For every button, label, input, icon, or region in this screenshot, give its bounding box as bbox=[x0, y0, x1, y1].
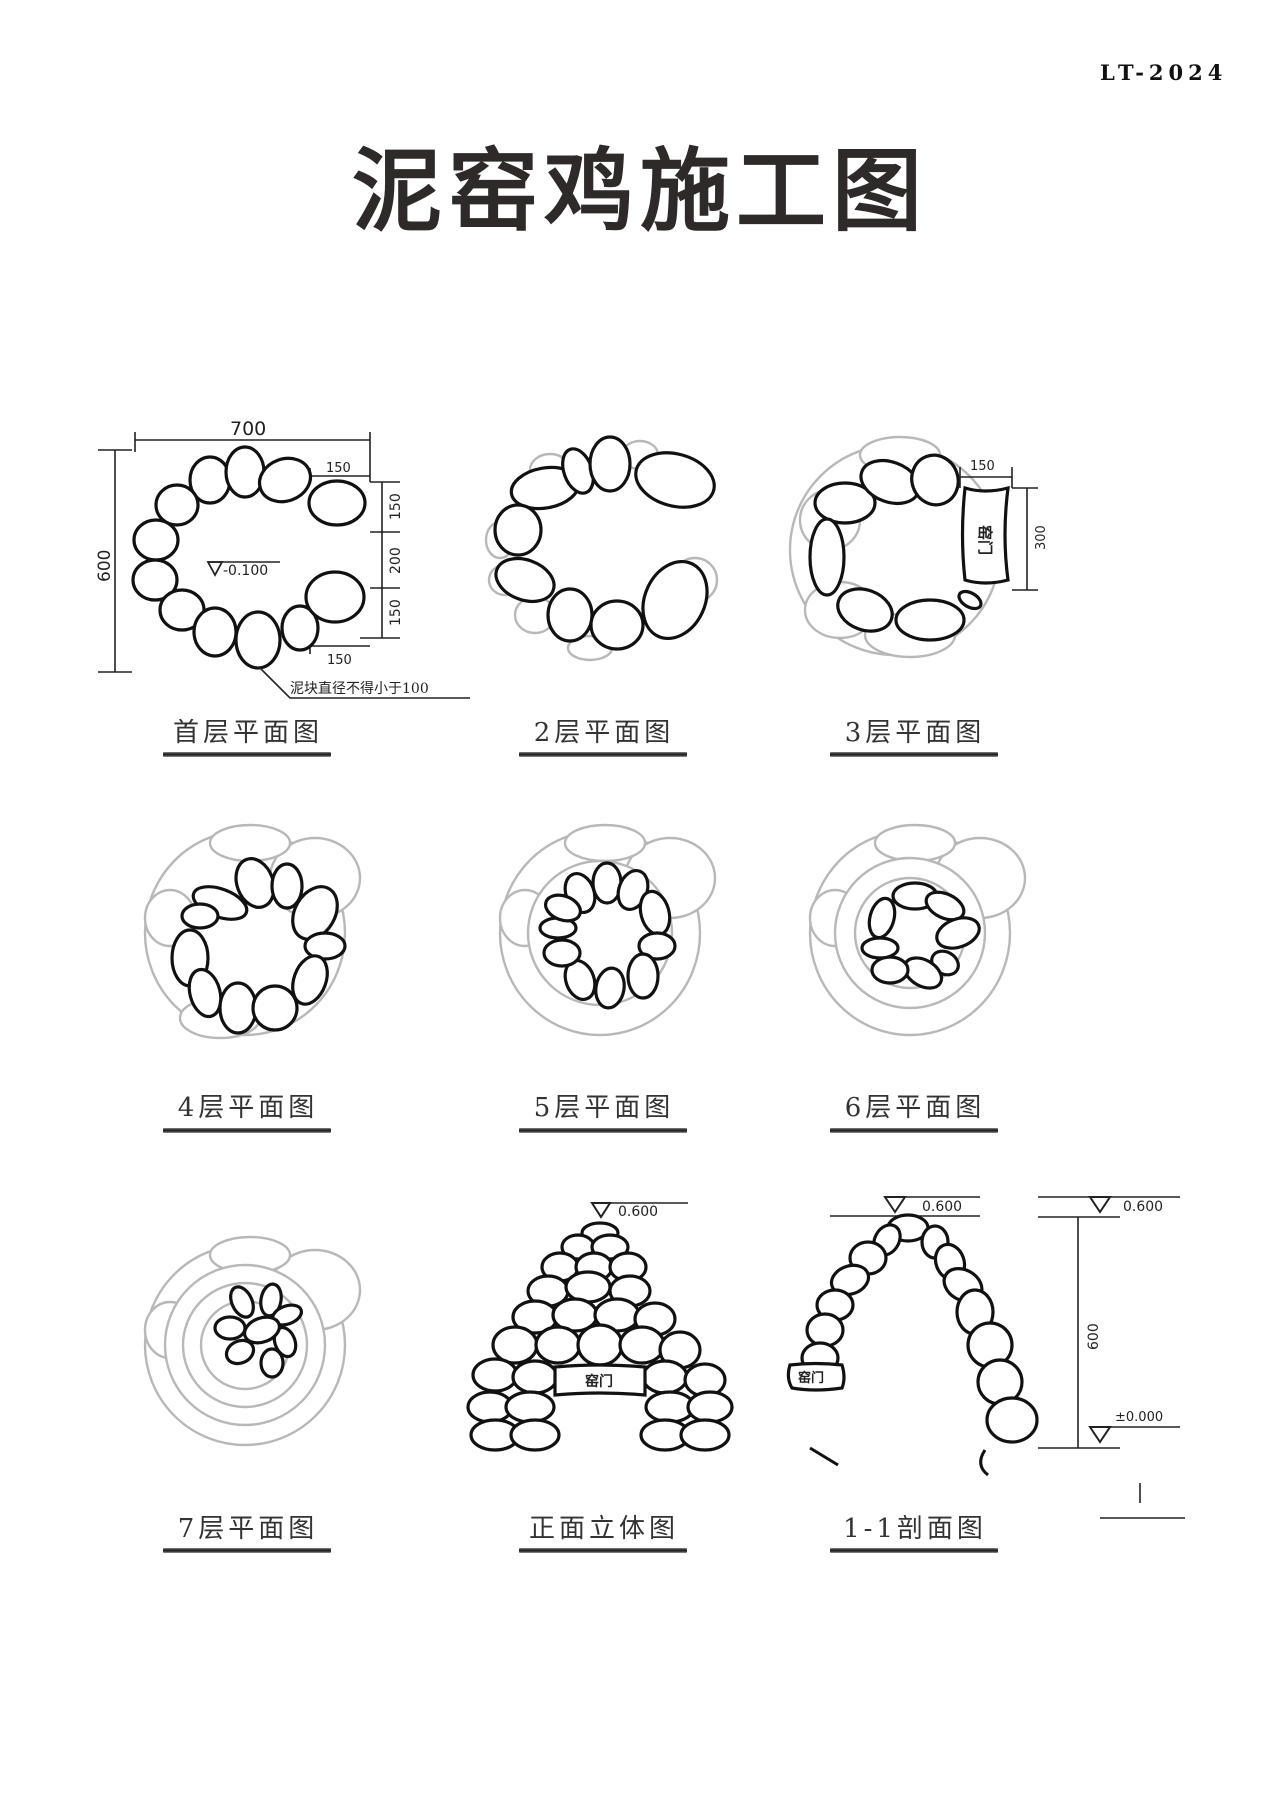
floor-1-drawing: -0.100 700 150 150 600 150 200 150 泥块直径不… bbox=[95, 418, 470, 699]
floor-3-underline bbox=[830, 752, 998, 757]
door-height-label: 300 bbox=[1034, 525, 1049, 550]
floor-2-caption: 2层平面图 bbox=[533, 718, 675, 748]
door-width-label: 150 bbox=[970, 459, 995, 474]
floor-6-plan bbox=[795, 818, 1095, 1118]
front-elevation: 0.600 窑门 bbox=[460, 1195, 760, 1495]
page-title: 泥窑鸡施工图 bbox=[352, 139, 928, 244]
floor-2-underline bbox=[519, 752, 687, 757]
floor-5-plan bbox=[485, 818, 785, 1118]
front-elevation-underline bbox=[519, 1548, 687, 1553]
elevation-label: -0.100 bbox=[223, 563, 268, 579]
floor-1-underline bbox=[163, 752, 331, 757]
elevation-top-right-label: 0.600 bbox=[1123, 1199, 1163, 1215]
floor-6-underline bbox=[830, 1128, 998, 1133]
height-label: 600 bbox=[95, 550, 115, 582]
floor-7-plan bbox=[130, 1230, 430, 1530]
floor-4-caption: 4层平面图 bbox=[177, 1093, 319, 1123]
elevation-top-label: 0.600 bbox=[922, 1199, 962, 1215]
width-label: 700 bbox=[230, 418, 266, 440]
floor-7-drawing bbox=[143, 1235, 362, 1447]
door-label: 窑门 bbox=[976, 525, 994, 555]
floor-3-caption: 3层平面图 bbox=[844, 718, 986, 748]
bottom-offset-label: 150 bbox=[327, 653, 352, 668]
floor-4-plan bbox=[130, 818, 430, 1118]
note-text: 泥块直径不得小于100 bbox=[290, 680, 429, 697]
door-label: 窑门 bbox=[585, 1373, 613, 1390]
front-elevation-caption: 正面立体图 bbox=[528, 1514, 679, 1544]
front-elevation-drawing: 0.600 窑门 bbox=[466, 1202, 734, 1452]
floor-3-drawing: 窑门 150 300 bbox=[788, 435, 1049, 659]
section-1-1-caption: 1-1剖面图 bbox=[843, 1514, 987, 1544]
elevation-label: 0.600 bbox=[618, 1204, 658, 1220]
floor-2-drawing bbox=[484, 435, 719, 662]
right-seg-2-label: 200 bbox=[388, 547, 404, 574]
top-offset-label: 150 bbox=[326, 461, 351, 476]
floor-5-drawing bbox=[498, 823, 717, 1037]
drawing-code: LT-2024 bbox=[1100, 60, 1228, 85]
floor-7-caption: 7层平面图 bbox=[177, 1514, 319, 1544]
section-1-1: 0.600 窑门 0.600 600 ±0.000 bbox=[780, 1190, 1200, 1570]
floor-6-drawing bbox=[808, 823, 1027, 1037]
right-seg-3-label: 150 bbox=[388, 599, 404, 626]
floor-4-underline bbox=[163, 1128, 331, 1133]
section-1-1-drawing: 0.600 窑门 0.600 600 ±0.000 bbox=[786, 1196, 1185, 1519]
right-seg-1-label: 150 bbox=[388, 493, 404, 520]
floor-2-plan bbox=[480, 430, 780, 730]
floor-3-plan: 窑门 150 300 bbox=[780, 430, 1080, 730]
floor-7-underline bbox=[163, 1548, 331, 1553]
floor-4-drawing bbox=[143, 823, 362, 1040]
height-label: 600 bbox=[1086, 1323, 1102, 1350]
elevation-bottom-label: ±0.000 bbox=[1115, 1410, 1163, 1425]
floor-6-caption: 6层平面图 bbox=[844, 1093, 986, 1123]
floor-1-caption: 首层平面图 bbox=[172, 718, 323, 748]
floor-1-plan: -0.100 700 150 150 600 150 200 150 泥块直径不… bbox=[90, 418, 490, 710]
section-1-1-underline bbox=[830, 1548, 998, 1553]
floor-5-caption: 5层平面图 bbox=[533, 1093, 675, 1123]
door-label: 窑门 bbox=[798, 1370, 824, 1386]
floor-5-underline bbox=[519, 1128, 687, 1133]
